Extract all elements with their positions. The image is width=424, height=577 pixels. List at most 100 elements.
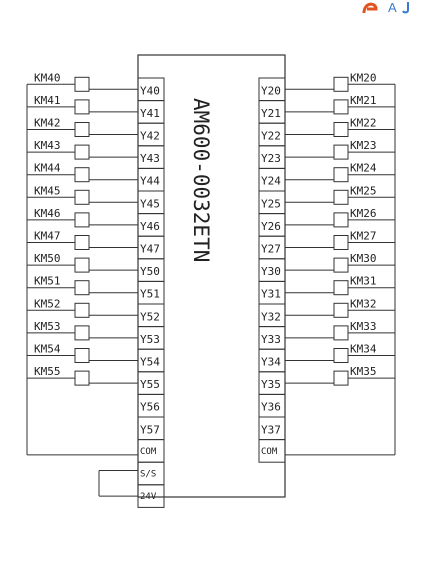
right-load-label: KM23	[350, 139, 377, 152]
right-pin-label: Y33	[261, 333, 281, 346]
right-load-label: KM24	[350, 162, 377, 175]
left-load-label: KM55	[34, 365, 61, 378]
right-coil-box	[333, 235, 349, 250]
right-pin-label: Y30	[261, 265, 281, 278]
right-pin-label: Y32	[261, 310, 281, 323]
left-load-label: KM54	[34, 343, 61, 356]
right-pin-label: Y36	[261, 401, 281, 414]
left-pin-label: COM	[140, 447, 157, 457]
left-pin-label: Y57	[140, 423, 160, 436]
left-pin-label: Y46	[140, 220, 160, 233]
left-load-label: KM51	[34, 275, 61, 288]
left-load-label: KM52	[34, 297, 61, 310]
brand-logo-icon	[362, 2, 378, 14]
right-pin-label: COM	[261, 447, 278, 457]
left-pin-label: Y51	[140, 288, 160, 301]
right-load-label: KM35	[350, 365, 377, 378]
left-coil-box	[74, 167, 90, 183]
right-load-label: KM34	[350, 343, 377, 356]
right-pin-label: Y22	[261, 130, 281, 143]
left-coil-box	[74, 370, 90, 386]
wires-layer	[26, 83, 396, 497]
right-pin-label: Y21	[261, 107, 281, 120]
right-load-label: KM26	[350, 207, 377, 220]
right-coil-box	[333, 144, 349, 160]
left-pin-label: Y41	[140, 107, 160, 120]
left-pin-label: Y55	[140, 378, 160, 391]
left-pin-label: Y56	[140, 401, 160, 414]
left-pin-label: 24V	[140, 492, 157, 502]
right-load-label: KM33	[350, 320, 377, 333]
right-load-label: KM30	[350, 252, 377, 265]
left-load-label: KM41	[34, 94, 61, 107]
right-load-label: KM21	[350, 94, 377, 107]
right-coil-box	[333, 348, 349, 363]
left-coil-box	[74, 348, 90, 363]
left-pin-label: Y52	[140, 310, 160, 323]
left-pin-label: Y47	[140, 243, 160, 256]
pins-layer: Y40Y41Y42Y43Y44Y45Y46Y47Y50Y51Y52Y53Y54Y…	[137, 77, 286, 508]
module-model-label: AM600-0032ETN	[189, 98, 213, 262]
right-pin-label: Y35	[261, 378, 281, 391]
right-pin-label: Y34	[261, 356, 281, 369]
right-pin-label: Y37	[261, 423, 281, 436]
right-load-label: KM32	[350, 297, 377, 310]
right-pin-label: Y26	[261, 220, 281, 233]
right-coil-box	[333, 122, 349, 137]
left-coil-box	[74, 122, 90, 137]
left-pin-label: Y40	[140, 84, 160, 97]
right-pin-label: Y24	[261, 175, 281, 188]
left-coil-box	[74, 99, 90, 115]
right-load-label: KM25	[350, 184, 377, 197]
left-coil-box	[74, 257, 90, 273]
left-load-label: KM46	[34, 207, 61, 220]
right-load-label: KM27	[350, 230, 377, 243]
left-coil-box	[74, 302, 90, 318]
left-pin-label: Y45	[140, 197, 160, 210]
right-load-label: KM31	[350, 275, 377, 288]
right-load-label: KM20	[350, 71, 377, 84]
right-coil-box	[333, 167, 349, 183]
left-coil-box	[74, 76, 90, 92]
left-load-label: KM53	[34, 320, 61, 333]
left-coil-box	[74, 280, 90, 296]
left-pin-label: Y42	[140, 130, 160, 143]
brand-logo: A	[362, 0, 409, 14]
right-coil-box	[333, 280, 349, 296]
left-pin-label: Y54	[140, 356, 160, 369]
left-pin-label: Y43	[140, 152, 160, 165]
left-pin-label: Y44	[140, 175, 160, 188]
left-coil-box	[74, 189, 90, 205]
left-load-label: KM47	[34, 230, 61, 243]
brand-logo-text: A	[388, 0, 397, 14]
left-coil-box	[74, 212, 90, 228]
right-pin-label: Y27	[261, 243, 281, 256]
left-pin-label: Y53	[140, 333, 160, 346]
right-coil-box	[333, 370, 349, 386]
left-load-label: KM50	[34, 252, 61, 265]
right-load-label: KM22	[350, 117, 377, 130]
right-coil-box	[333, 302, 349, 318]
right-coil-box	[333, 325, 349, 341]
right-coil-box	[333, 76, 349, 92]
right-pin-label: Y20	[261, 84, 281, 97]
right-pin-label: Y31	[261, 288, 281, 301]
left-load-label: KM45	[34, 184, 61, 197]
left-coil-box	[74, 325, 90, 341]
left-load-label: KM42	[34, 117, 61, 130]
right-pin-cell	[258, 439, 286, 463]
right-coil-box	[333, 257, 349, 273]
brand-logo-mark	[402, 2, 409, 14]
left-load-label: KM43	[34, 139, 61, 152]
right-coil-box	[333, 99, 349, 115]
left-load-label: KM44	[34, 162, 61, 175]
loads-layer: KM40KM41KM42KM43KM44KM45KM46KM47KM50KM51…	[34, 71, 377, 386]
left-coil-box	[74, 235, 90, 250]
left-pin-label: S/S	[140, 470, 156, 480]
left-pin-label: Y50	[140, 265, 160, 278]
right-coil-box	[333, 189, 349, 205]
left-coil-box	[74, 144, 90, 160]
right-pin-label: Y25	[261, 197, 281, 210]
